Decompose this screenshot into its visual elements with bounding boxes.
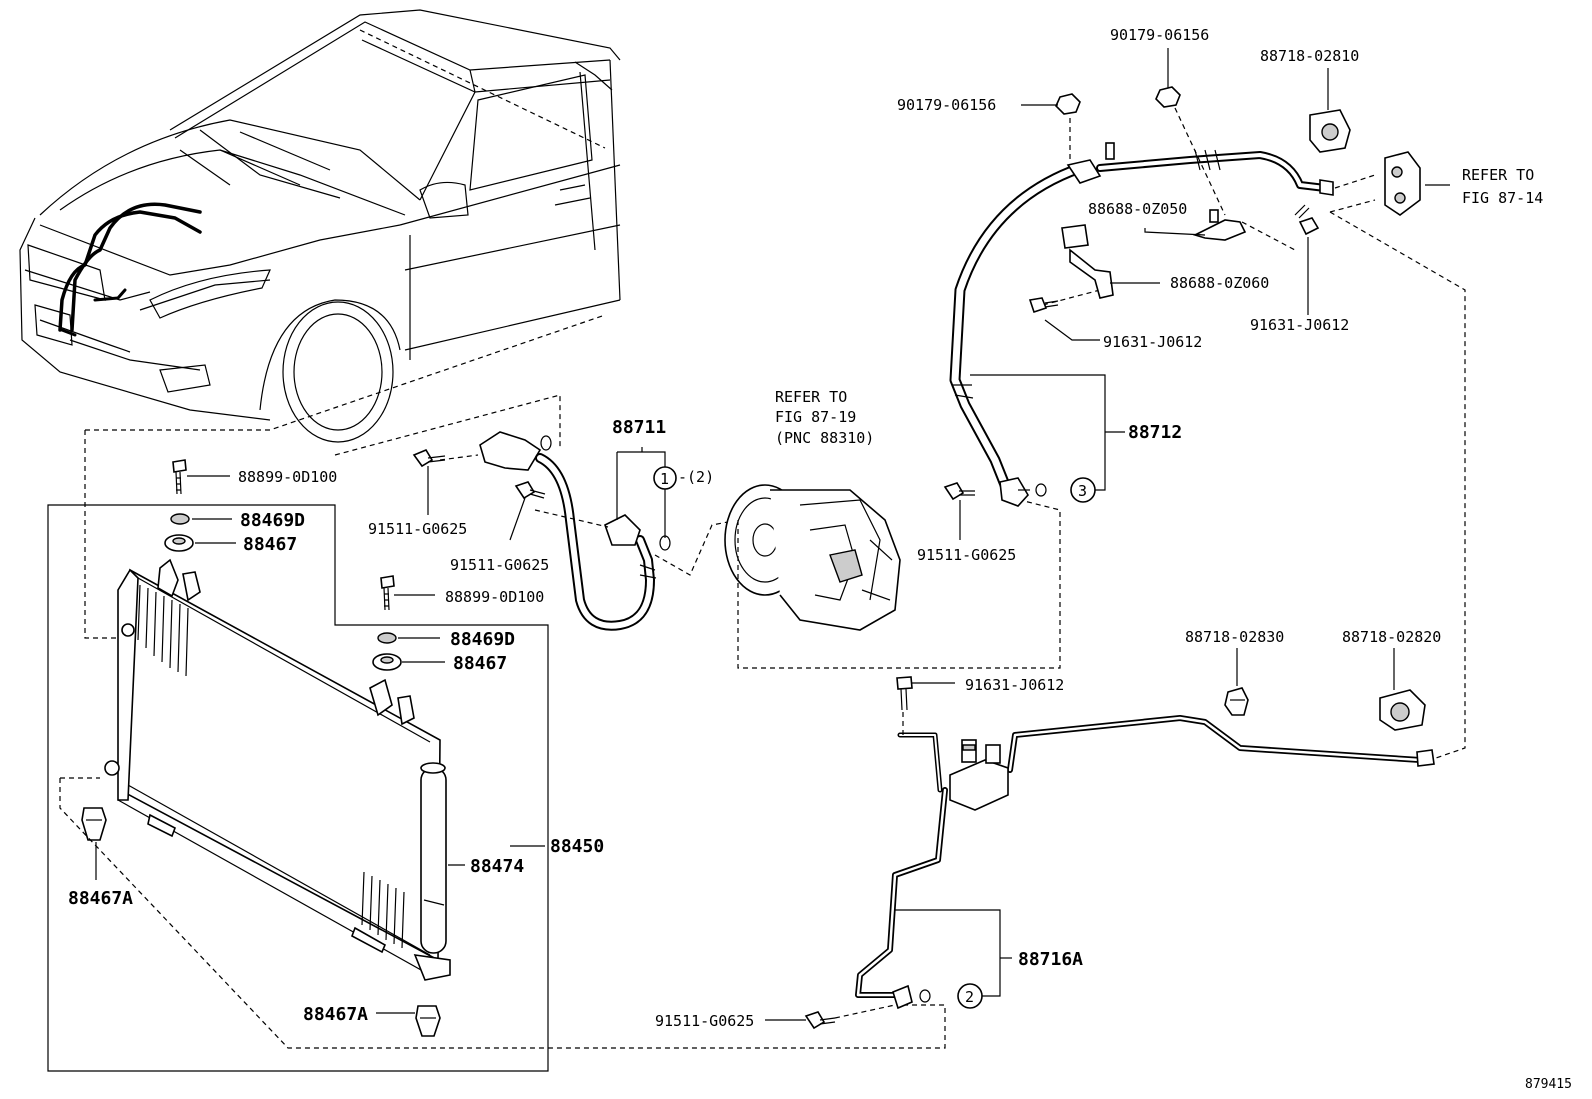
clamp-88718-02820 xyxy=(1379,689,1426,731)
callout-circle-1 xyxy=(653,466,677,490)
callout-text-2: 2 xyxy=(965,988,974,1006)
label-88899-0D100-a: 88899-0D100 xyxy=(238,468,337,486)
plate-refer-87-14 xyxy=(1384,151,1421,216)
callout-circle-2 xyxy=(957,983,983,1009)
bolt-91511-G0625-c xyxy=(943,482,975,501)
bolt-91631-J0612-c xyxy=(896,676,913,711)
receiver-dryer-88474 xyxy=(413,762,451,981)
label-88688-0Z060: 88688-0Z060 xyxy=(1170,274,1269,292)
bolt-91511-G0625-d xyxy=(804,1011,836,1030)
bracket-88688-0Z060 xyxy=(1061,224,1114,299)
label-88711: 88711 xyxy=(612,417,666,438)
washer-88469D-a xyxy=(170,513,190,525)
label-88718-02810: 88718-02810 xyxy=(1260,47,1359,65)
discharge-hose-88711 xyxy=(479,431,671,631)
clamp-88718-02810 xyxy=(1309,109,1351,153)
bolt-91511-G0625-a xyxy=(412,448,446,468)
label-88450: 88450 xyxy=(550,836,604,857)
clamp-88718-02830 xyxy=(1224,687,1249,716)
label-88718-02820: 88718-02820 xyxy=(1342,628,1441,646)
label-88469D-a: 88469D xyxy=(240,510,305,531)
leader-lines xyxy=(95,48,1450,1021)
nut-90179-06156-a xyxy=(1055,93,1081,115)
bolt-88899-0D100-b xyxy=(380,575,395,611)
bolt-91631-J0612-b xyxy=(1294,204,1320,236)
label-refer-87-19-line2: FIG 87-19 xyxy=(775,408,856,426)
bracket-88688-0Z050 xyxy=(1192,209,1247,241)
grommet-88467-b xyxy=(372,653,402,671)
label-88467-b: 88467 xyxy=(453,653,507,674)
label-90179-06156-a: 90179-06156 xyxy=(897,96,996,114)
label-88474: 88474 xyxy=(470,856,524,877)
label-88688-0Z050: 88688-0Z050 xyxy=(1088,200,1187,218)
figure-id: 879415 xyxy=(1525,1077,1572,1092)
label-91511-G0625-c: 91511-G0625 xyxy=(917,546,1016,564)
label-91511-G0625-a: 91511-G0625 xyxy=(368,520,467,538)
label-91631-J0612-a: 91631-J0612 xyxy=(1103,333,1202,351)
label-refer-87-19-line3: (PNC 88310) xyxy=(775,429,874,447)
label-90179-06156-b: 90179-06156 xyxy=(1110,26,1209,44)
cushion-88467A-a xyxy=(81,807,107,841)
bolt-91631-J0612-a xyxy=(1028,297,1059,314)
label-88718-02830: 88718-02830 xyxy=(1185,628,1284,646)
label-refer-87-14-line2: FIG 87-14 xyxy=(1462,189,1543,207)
label-88467A-b: 88467A xyxy=(303,1004,368,1025)
condenser-group-box xyxy=(47,504,549,1072)
grommet-88467-a xyxy=(164,534,194,552)
compressor-illustration xyxy=(724,484,901,631)
label-qty-2: -(2) xyxy=(678,468,714,486)
label-refer-87-14-line1: REFER TO xyxy=(1462,166,1534,184)
bolt-91511-G0625-b xyxy=(514,481,546,500)
label-refer-87-19-line1: REFER TO xyxy=(775,388,847,406)
label-91511-G0625-b: 91511-G0625 xyxy=(450,556,549,574)
suction-hose-88712 xyxy=(949,142,1334,507)
cushion-88467A-b xyxy=(415,1005,441,1037)
label-88467-a: 88467 xyxy=(243,534,297,555)
callout-circle-3 xyxy=(1070,477,1096,503)
label-88716A: 88716A xyxy=(1018,949,1083,970)
label-88712: 88712 xyxy=(1128,422,1182,443)
label-88899-0D100-b: 88899-0D100 xyxy=(445,588,544,606)
car-illustration xyxy=(19,9,621,443)
bolt-88899-0D100-a xyxy=(172,459,187,495)
callout-text-3: 3 xyxy=(1078,482,1087,500)
washer-88469D-b xyxy=(377,632,397,644)
liquid-tube-88716A xyxy=(855,715,1435,1010)
label-91631-J0612-b: 91631-J0612 xyxy=(1250,316,1349,334)
label-88469D-b: 88469D xyxy=(450,629,515,650)
label-91511-G0625-d: 91511-G0625 xyxy=(655,1012,754,1030)
nut-90179-06156-b xyxy=(1155,86,1181,108)
label-91631-J0612-c: 91631-J0612 xyxy=(965,676,1064,694)
callout-text-1: 1 xyxy=(660,470,669,488)
label-88467A-a: 88467A xyxy=(68,888,133,909)
condenser-88450 xyxy=(104,558,441,976)
